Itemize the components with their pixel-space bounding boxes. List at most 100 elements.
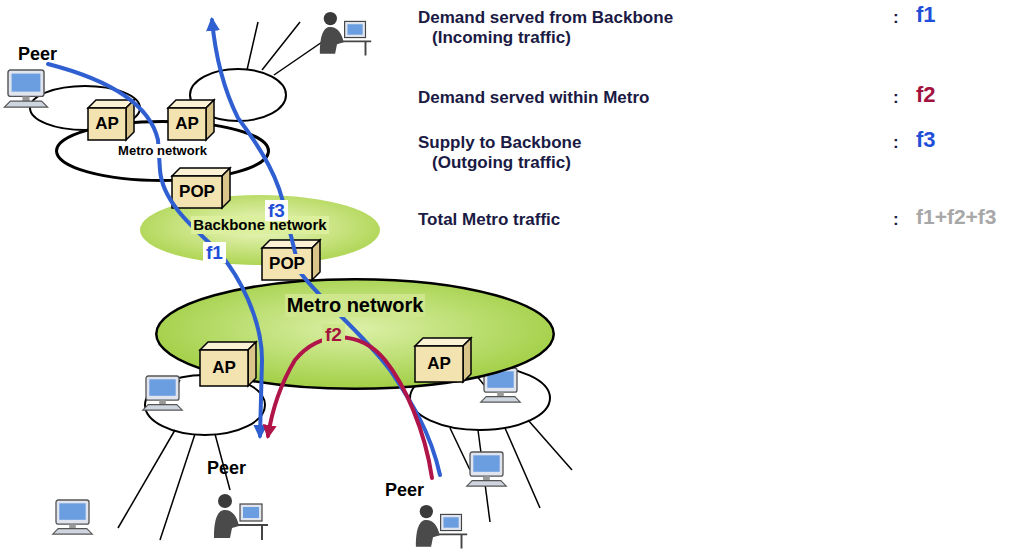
keyboard: [53, 529, 93, 535]
separator-box: :: [893, 210, 899, 230]
access-link: [478, 430, 490, 522]
access-link: [118, 430, 175, 528]
head: [218, 494, 232, 508]
flow-label: f2: [322, 324, 345, 345]
node-text-area: AP: [200, 350, 248, 386]
body: [320, 27, 344, 54]
node-label: AP: [173, 114, 201, 134]
peer-label: Peer: [207, 458, 246, 478]
flow-symbol: f1: [916, 2, 936, 27]
node-label: AP: [425, 354, 453, 374]
desk: [230, 525, 268, 540]
access-link: [274, 40, 325, 75]
access-link: [170, 380, 180, 398]
cube-side: [206, 100, 214, 140]
keyboard: [4, 101, 47, 107]
stand: [69, 524, 76, 528]
access-link: [32, 92, 40, 96]
body: [416, 520, 440, 547]
computer-icon: [143, 376, 183, 410]
access-link: [528, 420, 572, 470]
access-point-box: AP: [415, 338, 471, 382]
separator-box: :: [893, 133, 899, 153]
separator: :: [893, 88, 899, 107]
node-label: POP: [177, 182, 217, 202]
access-link: [262, 22, 300, 70]
computer-icon: [4, 70, 47, 107]
stand: [497, 392, 504, 396]
access-link: [247, 22, 258, 70]
body: [214, 510, 239, 538]
node-text-area: POP: [262, 248, 312, 280]
flow-label-box: f2: [322, 324, 345, 347]
computer-icon: [467, 452, 507, 486]
separator: :: [893, 210, 899, 229]
screen: [12, 74, 41, 92]
peer-label-box: Peer: [207, 458, 246, 480]
monitor: [441, 514, 462, 530]
flow-symbol-box: f3: [916, 127, 936, 153]
description-text-box: Total Metro traffic: [418, 210, 560, 230]
node-text-area: AP: [415, 346, 463, 382]
node-label: AP: [210, 358, 238, 378]
access-point-box: AP: [168, 100, 214, 140]
description-text: Demand served within Metro: [418, 88, 649, 107]
cube-front: [415, 346, 463, 382]
node-label: POP: [267, 254, 307, 274]
cube-top: [415, 338, 471, 346]
flow-symbol: f3: [916, 127, 936, 152]
flow-symbol-box: f1+f2+f3: [916, 204, 997, 229]
description-text: Supply to Backbone (Outgoing traffic): [418, 133, 581, 172]
stand: [159, 400, 166, 404]
flow-symbol: f1+f2+f3: [916, 205, 997, 228]
screen: [149, 379, 175, 396]
cube-side: [312, 240, 320, 280]
cube-front: [200, 350, 248, 386]
flow-label: f1: [203, 242, 226, 263]
computer-icon: [53, 500, 93, 534]
pop-box: POP: [172, 168, 230, 208]
cube-side: [248, 342, 256, 386]
monitor: [345, 21, 366, 37]
screen: [243, 507, 259, 518]
desk: [335, 41, 371, 55]
pop-box: POP: [262, 240, 320, 280]
description-text: Demand served from Backbone (Incoming tr…: [418, 8, 673, 47]
description-text-box: Supply to Backbone (Outgoing traffic): [418, 133, 632, 174]
node-label: AP: [93, 114, 121, 134]
flow-symbol-box: f2: [916, 82, 936, 108]
cube-front: [168, 108, 206, 140]
user-icon: [320, 12, 371, 56]
monitor: [8, 70, 44, 96]
head: [324, 12, 337, 25]
separator: :: [893, 133, 899, 152]
node-label: Backbone network: [191, 216, 328, 233]
desk: [431, 534, 467, 548]
screen: [443, 517, 458, 527]
cube-top: [200, 342, 256, 350]
traffic-flow-arrow: [212, 20, 440, 475]
cube-front: [262, 248, 312, 280]
keyboard: [481, 397, 521, 403]
node-label: Metro network: [285, 294, 426, 317]
monitor: [56, 500, 89, 524]
cube-front: [172, 176, 222, 208]
traffic-flow-arrow: [48, 64, 262, 436]
description-text-box: Demand served from Backbone (Incoming tr…: [418, 8, 722, 49]
separator-box: :: [893, 8, 899, 28]
description-text: Total Metro traffic: [418, 210, 560, 229]
screen: [59, 503, 85, 520]
stand: [22, 96, 29, 101]
monitor: [146, 376, 179, 400]
access-link: [450, 428, 470, 470]
cube-top: [262, 240, 320, 248]
node-label: Metro network: [116, 144, 209, 159]
cube-top: [172, 168, 230, 176]
cube-front: [88, 108, 126, 140]
flow-label-box: f1: [203, 242, 226, 265]
screen: [347, 24, 362, 34]
peer-label: Peer: [385, 480, 424, 500]
